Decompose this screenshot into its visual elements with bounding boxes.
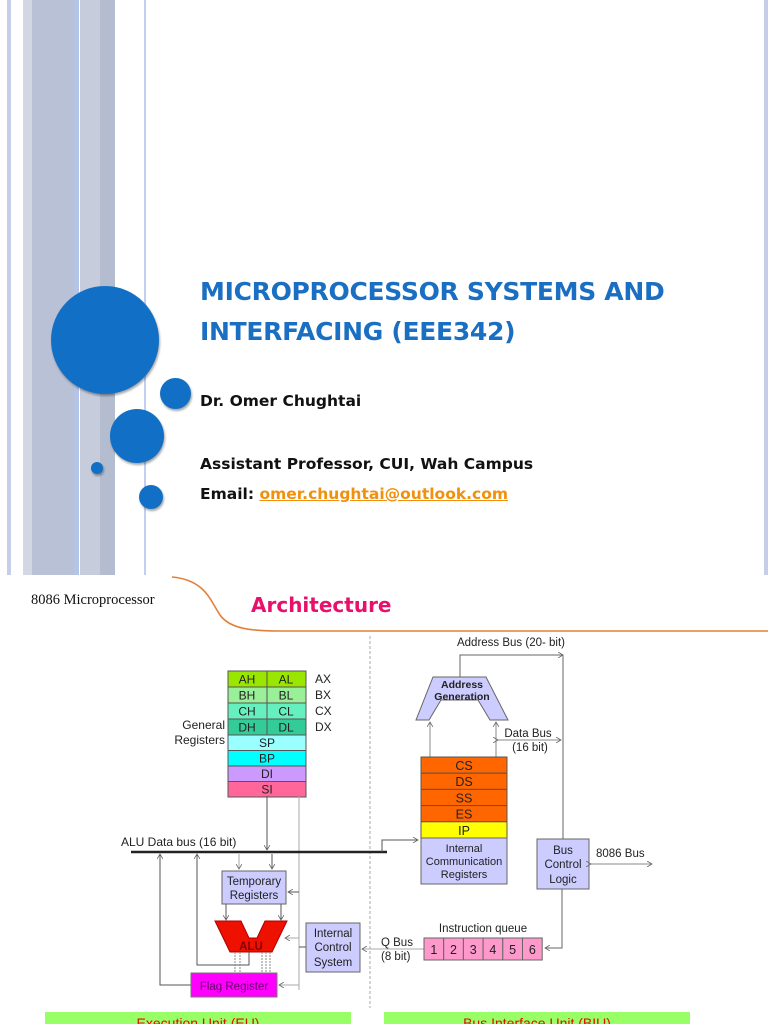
biu-label-bar — [384, 1012, 690, 1024]
address-bus-label: Address Bus (20- bit) — [457, 637, 565, 649]
register-label: BL — [279, 689, 294, 703]
flag-register-box — [190, 972, 278, 998]
decor-circle — [160, 378, 191, 409]
temporary-registers-label: Temporary — [227, 876, 282, 888]
eu-label: Execution Unit (EU) — [137, 1015, 260, 1024]
header-title: Architecture — [251, 593, 392, 617]
decor-stripe — [144, 0, 146, 575]
decor-circle — [110, 409, 164, 463]
header-left-text: 8086 Microprocessor — [31, 592, 155, 608]
register-label: SI — [261, 783, 272, 797]
register-label: AH — [239, 673, 256, 687]
title-line: MICROPROCESSOR SYSTEMS AND — [200, 277, 665, 306]
decor-stripe — [32, 0, 74, 575]
register-label: DI — [261, 767, 273, 781]
email-link[interactable]: omer.chughtai@outlook.com — [259, 485, 509, 503]
register-label: CH — [238, 705, 255, 719]
segment-register-label: SS — [456, 791, 473, 805]
queue-cell-label: 1 — [430, 943, 437, 957]
flag-register-label: Flag Register — [200, 981, 269, 993]
external-bus-label: 8086 Bus — [596, 848, 645, 860]
q-bus-label: (8 bit) — [381, 951, 411, 963]
general-registers-label: Registers — [174, 733, 225, 747]
queue-cell-label: 2 — [450, 943, 457, 957]
register-pair-name: AX — [315, 672, 331, 686]
slide-title: MICROPROCESSOR SYSTEMS AND INTERFACING (… — [200, 272, 665, 352]
address-generation-shape — [415, 676, 509, 721]
queue-cell — [522, 937, 543, 961]
data-bus-label: (16 bit) — [512, 742, 548, 754]
temporary-registers-label: Registers — [230, 890, 279, 902]
decor-stripe — [74, 0, 79, 575]
architecture-diagram: 8086 Microprocessor Architecture AH AL AX B… — [31, 576, 768, 1024]
author-position: Assistant Professor, CUI, Wah Campus — [200, 455, 534, 473]
temporary-registers-box — [221, 870, 287, 905]
alu-bus-label: ALU Data bus (16 bit) — [121, 835, 236, 849]
register-pair-name: BX — [315, 688, 331, 702]
email-label: Email: — [200, 485, 255, 503]
data-bus-label: Data Bus — [504, 728, 552, 740]
bus-control-label: Logic — [549, 874, 577, 886]
register-pair-name: CX — [315, 704, 332, 718]
internal-comm-label: Registers — [441, 869, 488, 881]
bus-control-label: Control — [544, 859, 581, 871]
segment-register-label: CS — [455, 759, 472, 773]
register-pair-name: DX — [315, 720, 332, 734]
segment-register-label: IP — [458, 824, 470, 838]
internal-control-label: Internal — [314, 928, 352, 940]
header-curve — [171, 576, 768, 632]
internal-control-box — [305, 922, 361, 973]
decor-circle — [139, 485, 163, 509]
title-line: INTERFACING (EEE342) — [200, 317, 516, 346]
alu-label: ALU — [239, 941, 263, 953]
general-registers-label: General — [182, 718, 225, 732]
segment-register-label: ES — [456, 808, 473, 822]
segment-register-label: DS — [455, 775, 472, 789]
alu-shape — [214, 920, 288, 953]
address-generation-label: Address — [441, 679, 483, 691]
register-label: DH — [238, 721, 255, 735]
segment-registers: CS DS SS ES IP — [420, 756, 508, 839]
internal-comm-label: Communication — [426, 856, 502, 868]
queue-cell-label: 4 — [489, 943, 496, 957]
q-bus-label: Q Bus — [381, 937, 413, 949]
queue-cell-label: 5 — [509, 943, 516, 957]
eu-label-bar — [45, 1012, 351, 1024]
decor-circle — [91, 462, 103, 474]
decor-stripe — [764, 0, 768, 575]
register-label: SP — [259, 736, 275, 750]
register-label: DL — [278, 721, 294, 735]
register-label: BH — [239, 689, 256, 703]
register-label: CL — [278, 705, 294, 719]
email-line: Email: omer.chughtai@outlook.com — [200, 485, 508, 503]
queue-cell-label: 3 — [470, 943, 477, 957]
internal-comm-label: Internal — [446, 843, 483, 855]
internal-comm-box — [420, 837, 508, 885]
decor-stripe — [7, 0, 11, 575]
address-generation-label: Generation — [434, 691, 489, 703]
internal-control-label: System — [314, 957, 352, 969]
bus-control-label: Bus — [553, 845, 573, 857]
biu-label: Bus Interface Unit (BIU) — [463, 1015, 611, 1024]
queue-cell-label: 6 — [529, 943, 536, 957]
internal-control-label: Control — [314, 942, 351, 954]
author-name: Dr. Omer Chughtai — [200, 392, 362, 410]
register-label: BP — [259, 752, 275, 766]
instruction-queue-label: Instruction queue — [439, 923, 527, 935]
register-label: AL — [279, 673, 294, 687]
decor-circle — [51, 286, 159, 394]
